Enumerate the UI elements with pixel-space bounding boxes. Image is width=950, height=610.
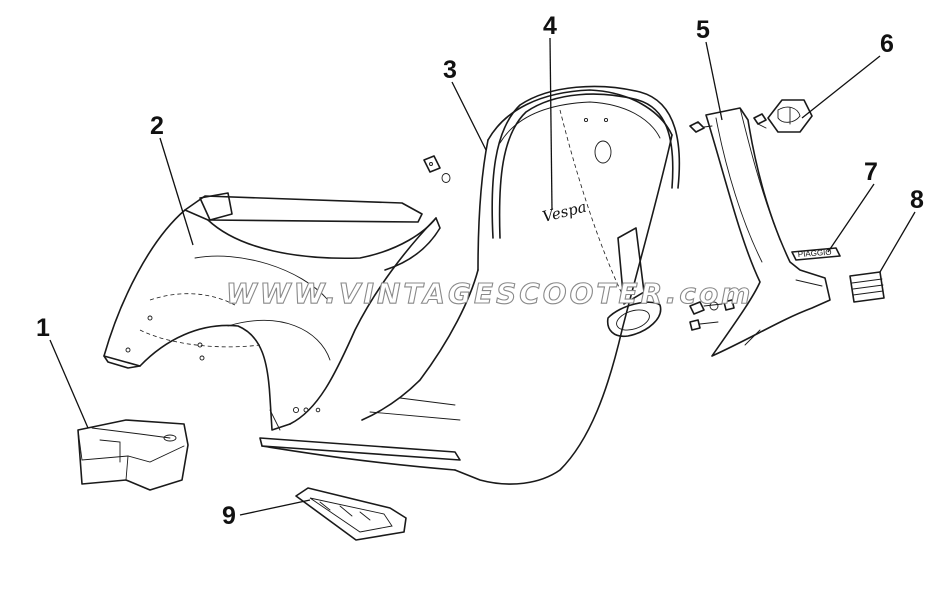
piaggio-nameplate: PIAGGIO [791, 247, 841, 261]
callout-3: 3 [443, 56, 457, 84]
callout-1: 1 [36, 314, 50, 342]
tray-box [77, 419, 189, 491]
horn-cover-strip [705, 107, 831, 357]
callout-6: 6 [880, 30, 894, 58]
callout-4: 4 [543, 12, 557, 40]
rear-body-frame [103, 192, 461, 471]
callout-8: 8 [910, 186, 924, 214]
watermark-text: WWW.VINTAGESCOOTER.com [226, 277, 753, 310]
leader-lines [49, 37, 916, 516]
fasteners [689, 113, 767, 331]
callout-2: 2 [150, 112, 164, 140]
floor-mat [295, 487, 407, 541]
shield-clip [423, 155, 451, 183]
shield-edge-trim [491, 85, 681, 239]
front-legshield [361, 89, 673, 485]
ribbed-grille-plate [849, 271, 885, 303]
vespa-badge-text: Vespa [541, 198, 589, 226]
piaggio-nameplate-text: PIAGGIO [798, 248, 832, 259]
callout-9: 9 [222, 502, 236, 530]
callout-7: 7 [864, 158, 878, 186]
vespa-script-badge: Vespa [541, 198, 589, 226]
hexagon-logo-badge [767, 99, 813, 133]
callout-5: 5 [696, 16, 710, 44]
callout-numbers: 1 2 3 4 5 6 7 8 9 [36, 12, 924, 530]
